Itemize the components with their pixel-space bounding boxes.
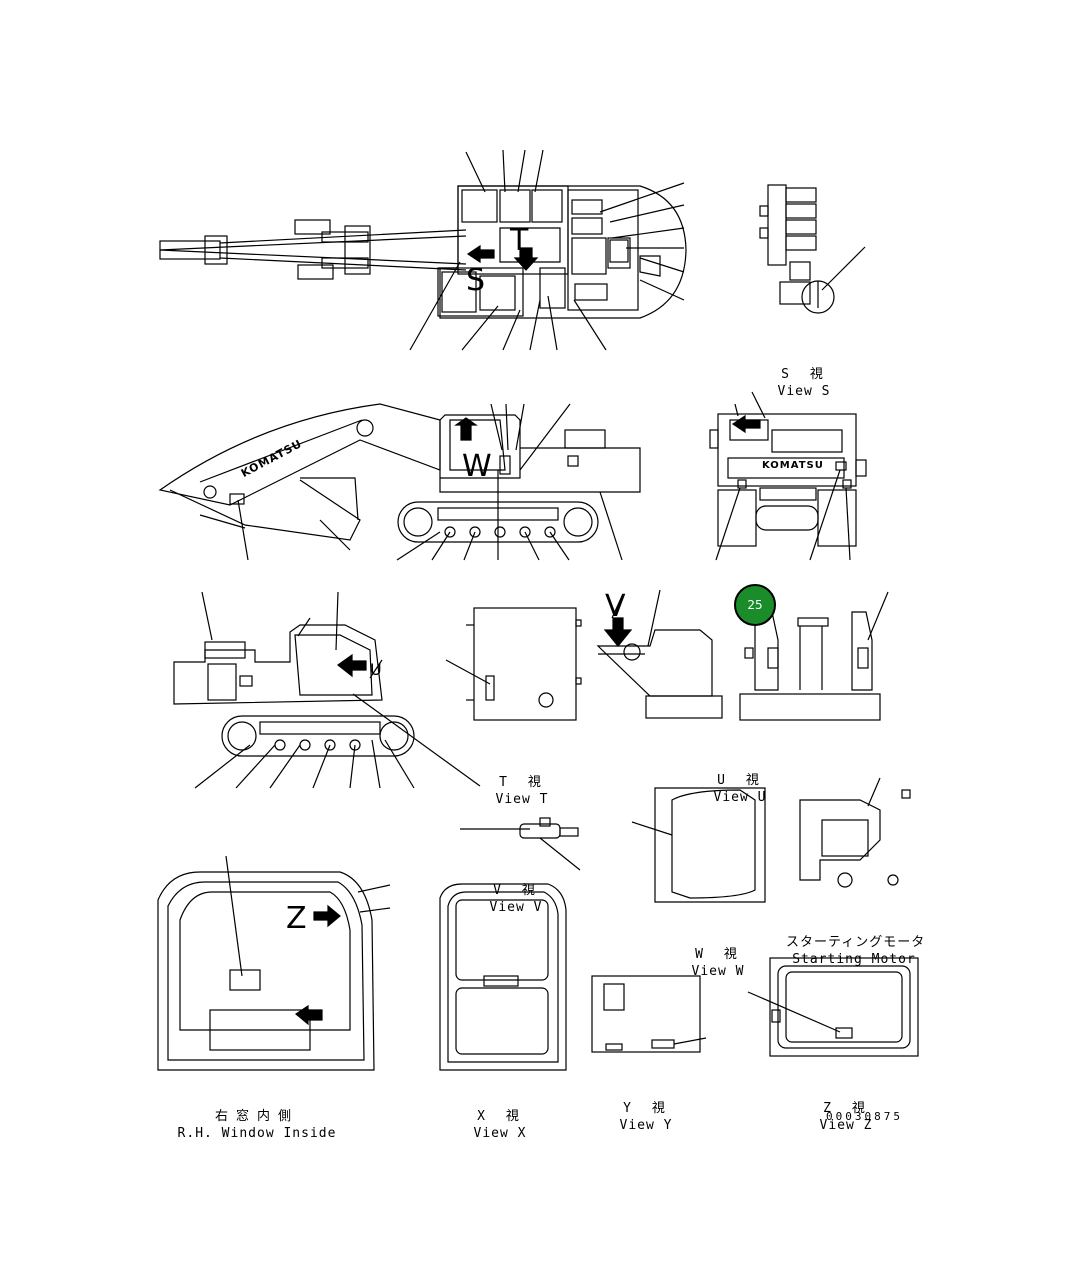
rh-window-detail — [157, 855, 391, 1071]
side-view-excavator — [158, 403, 641, 561]
view-v-detail — [460, 817, 581, 871]
drawing-number: 00030875 — [826, 1110, 903, 1123]
view-s-detail — [759, 184, 866, 314]
letter-z: Z — [286, 901, 307, 936]
starting-motor-detail — [799, 777, 911, 888]
view-z-detail — [747, 957, 919, 1057]
view-y-detail — [591, 975, 707, 1053]
letter-w: W — [462, 449, 492, 484]
letter-s: S — [466, 263, 486, 298]
rear-brand-logo: KOMATSU — [762, 460, 824, 471]
letter-t: T — [510, 223, 529, 258]
letter-u: U — [370, 660, 382, 679]
view-u-detail — [596, 589, 889, 721]
side-view-right — [173, 591, 481, 789]
rear-view-excavator — [709, 391, 867, 561]
top-view-excavator — [159, 149, 687, 351]
view-x-detail — [439, 883, 567, 1071]
view-t-detail — [445, 607, 582, 721]
view-w-detail — [631, 787, 766, 903]
letter-v: V — [605, 589, 626, 624]
callout-badge-25[interactable]: 25 — [734, 584, 776, 626]
